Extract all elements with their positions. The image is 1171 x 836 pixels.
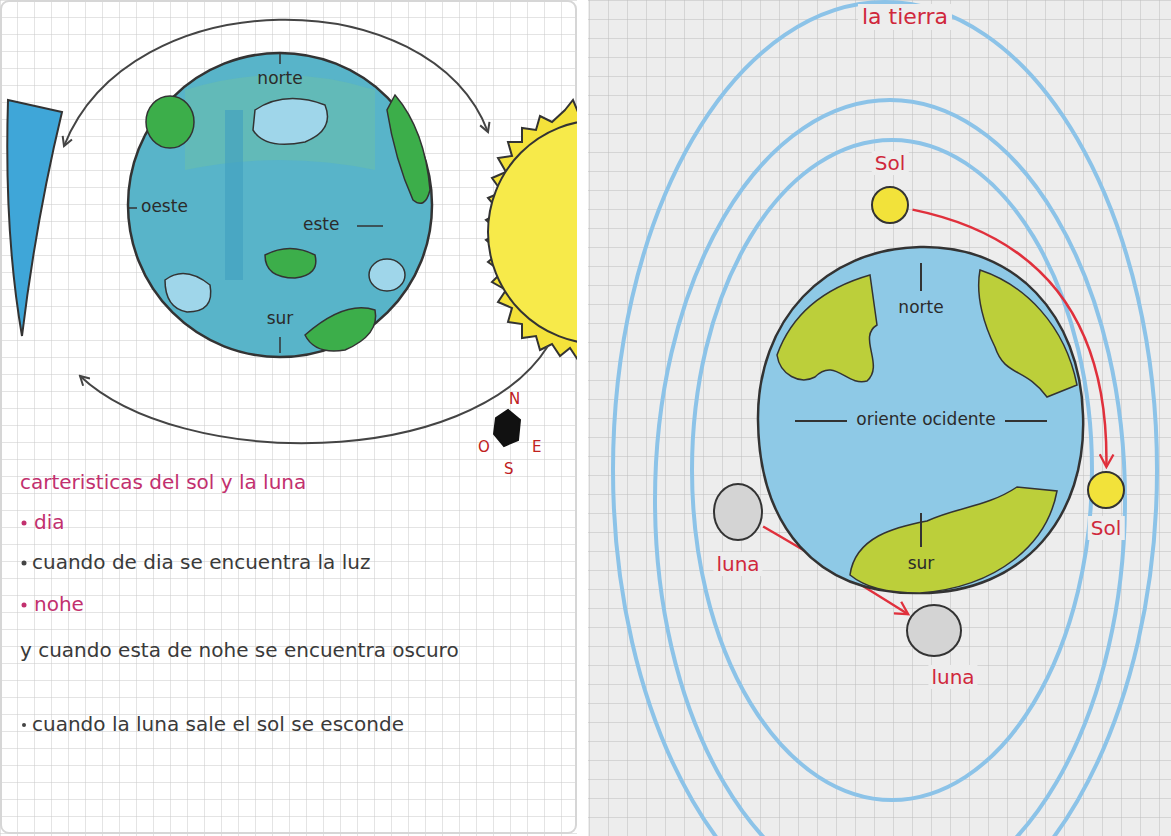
moon-circle: luna	[905, 603, 963, 658]
node-label: Sol	[872, 151, 909, 175]
node-label: sur	[908, 553, 935, 573]
node-label: este	[303, 214, 339, 234]
sun-circle: Sol	[1086, 470, 1126, 510]
sun-drawing	[1086, 470, 1126, 510]
moon-drawing	[905, 603, 963, 658]
node-label: luna	[928, 665, 977, 689]
handwritten-label: E	[532, 438, 541, 456]
handwritten-label: y cuando esta de nohe se encuentra oscur…	[20, 634, 460, 666]
handwritten-label: carteristicas del sol y la luna	[20, 470, 306, 494]
node-label: norte	[257, 68, 302, 88]
earth-shape: norte oriente ocidente sur	[755, 245, 1085, 595]
moon-circle: luna	[712, 482, 764, 542]
handwritten-label: la tierra	[858, 4, 952, 30]
sun-circle: Sol	[870, 185, 910, 225]
moon-drawing	[712, 482, 764, 542]
handwritten-label: N	[509, 390, 520, 408]
handwritten-label: nohe	[34, 592, 84, 616]
node-label: sur	[267, 308, 294, 328]
handwritten-label: cuando de dia se encuentra la luz	[32, 550, 370, 574]
sun-drawing	[870, 185, 910, 225]
node-label: oeste	[141, 196, 188, 216]
node-label: luna	[713, 552, 762, 576]
handwritten-label: S	[504, 460, 514, 478]
node-label: oriente ocidente	[856, 409, 996, 429]
node-label: Sol	[1088, 516, 1125, 540]
handwritten-label: cuando la luna sale el sol se esconde	[32, 712, 404, 736]
node-label: norte	[898, 297, 943, 317]
earth-circle: norte oeste este sur	[125, 50, 435, 360]
handwritten-label: O	[478, 438, 490, 456]
handwritten-label: dia	[34, 510, 65, 534]
